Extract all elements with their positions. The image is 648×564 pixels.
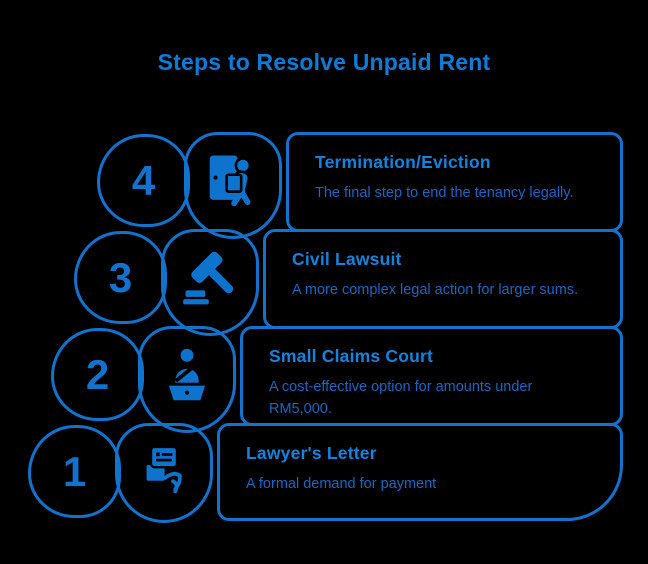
step-4-text-box: Termination/Eviction The final step to e… [286, 132, 623, 232]
step-1-title: Lawyer's Letter [246, 443, 377, 463]
step-3-description: A more complex legal action for larger s… [292, 282, 579, 298]
page-title: Steps to Resolve Unpaid Rent [157, 49, 491, 75]
step-2-icon-capsule [138, 326, 236, 433]
step-2-description: A cost-effective option for amounts unde… [269, 379, 533, 417]
letter-in-hand-icon [146, 445, 182, 494]
step-4-title: Termination/Eviction [315, 152, 491, 172]
step-2-text-box: Small Claims Court A cost-effective opti… [240, 326, 623, 426]
step-3-title: Civil Lawsuit [292, 249, 402, 269]
step-2-number: 2 [85, 350, 110, 398]
step-1-number: 1 [62, 447, 87, 495]
step-2-title: Small Claims Court [269, 346, 434, 366]
step-3-number-bubble: 3 [74, 231, 167, 324]
gavel-icon [183, 251, 234, 305]
judge-podium-icon [168, 348, 206, 401]
step-1-number-bubble: 1 [28, 425, 121, 518]
step-3-text-box: Civil Lawsuit A more complex legal actio… [263, 229, 623, 329]
step-1-icon-capsule [115, 423, 213, 523]
step-2-number-bubble: 2 [51, 328, 144, 421]
eviction-door-icon [209, 155, 252, 207]
step-3-number: 3 [108, 253, 133, 301]
step-4-number: 4 [131, 156, 156, 204]
step-4-description: The final step to end the tenancy legall… [315, 185, 574, 201]
step-1-text-box: Lawyer's Letter A formal demand for paym… [217, 423, 623, 521]
step-4-number-bubble: 4 [97, 134, 190, 227]
step-3-icon-capsule [161, 229, 259, 336]
step-1-description: A formal demand for payment [246, 476, 437, 492]
step-4-icon-capsule [184, 132, 282, 239]
